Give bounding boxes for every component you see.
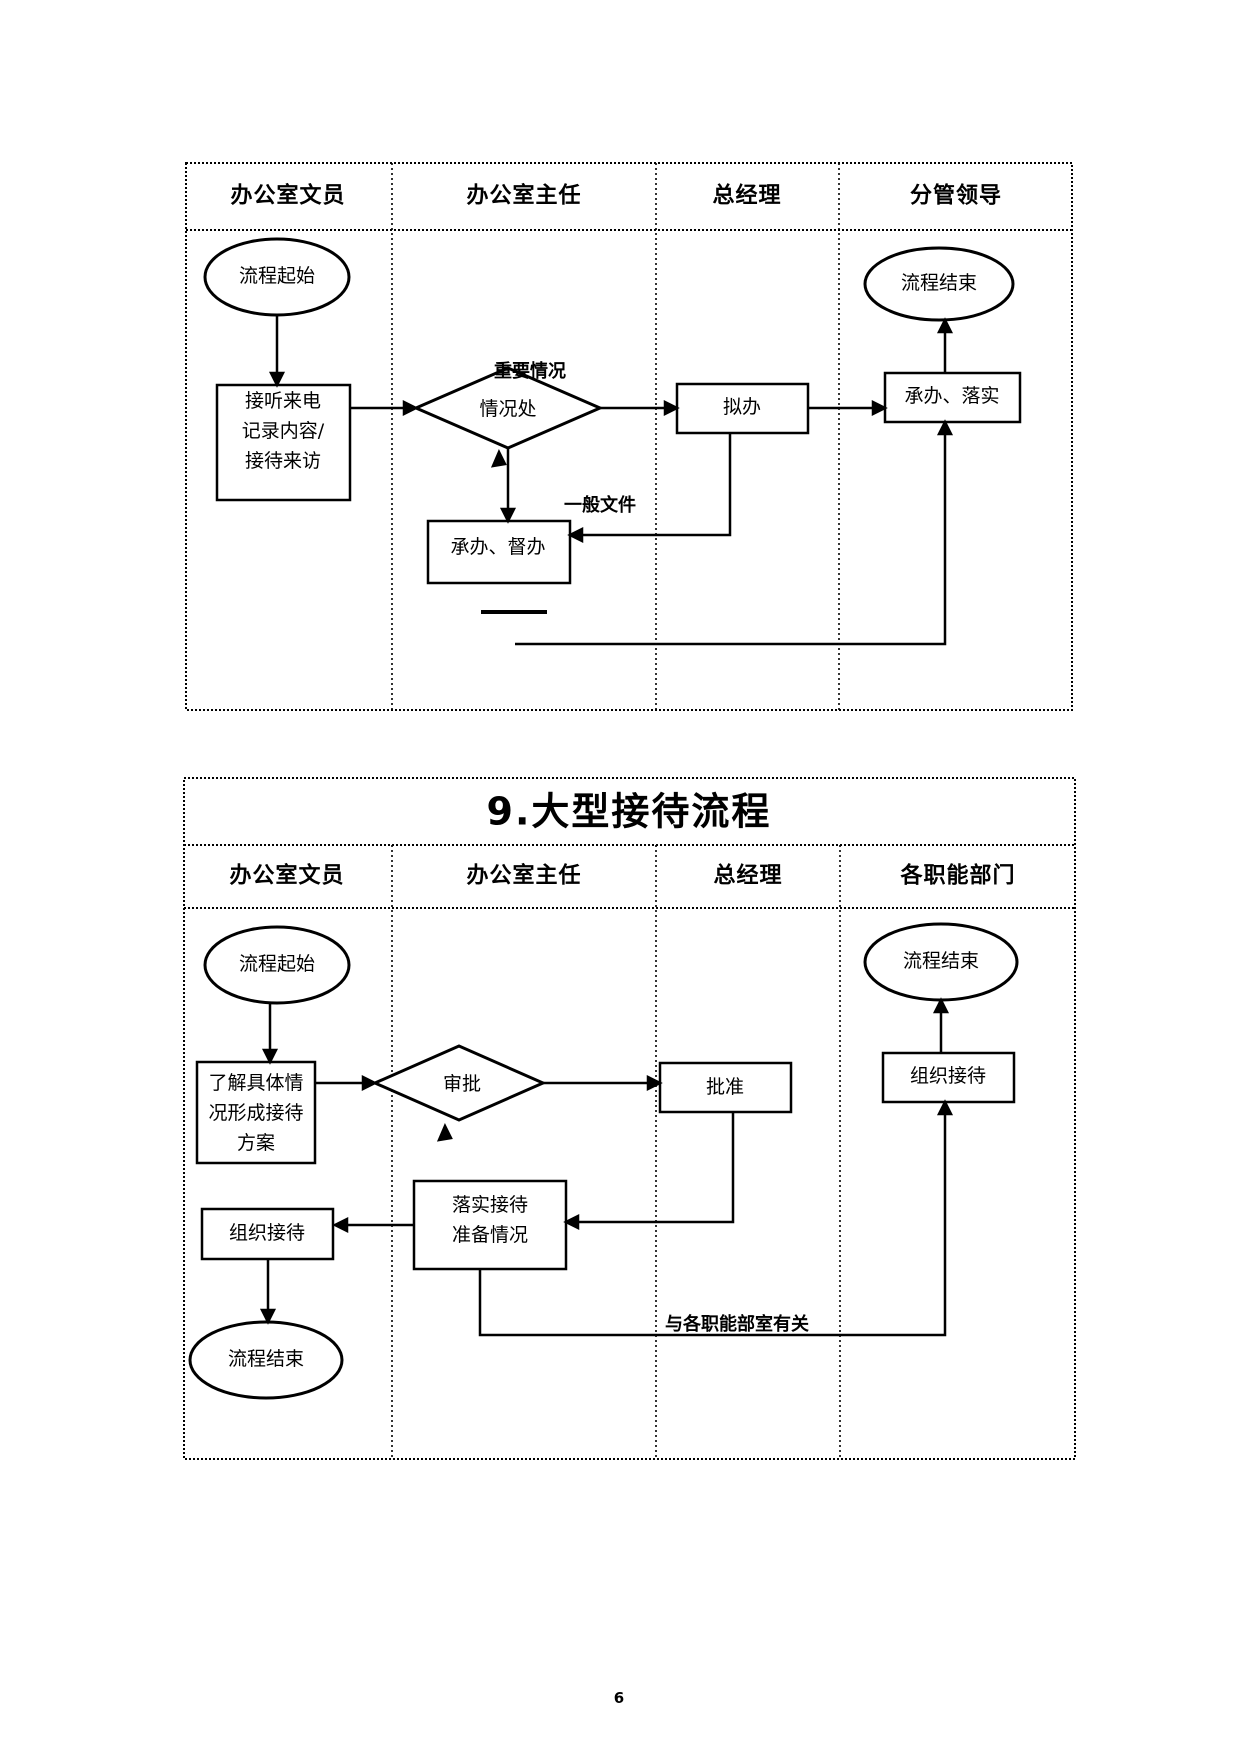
end-left-label: 流程结束 [227,1348,305,1371]
arrowhead-up-small [439,1126,451,1140]
receive-line-2: 记录内容/ [241,420,325,442]
organize-right-box [883,1053,1014,1102]
start-label: 流程起始 [238,953,316,976]
implement-box [414,1181,566,1269]
end-label: 流程结束 [900,272,978,295]
arrow-approve-to-implement [578,1112,733,1222]
draft-label: 拟办 [722,396,762,419]
implement-line-2: 准备情况 [451,1224,529,1246]
related-depts-label: 与各职能部室有关 [665,1313,809,1335]
understand-line-1: 了解具体情 [208,1072,304,1094]
receive-line-3: 接待来访 [244,450,321,472]
chart1-lane-header-gm: 总经理 [712,183,782,209]
arrowhead-up-small [493,452,505,466]
organize-left-box [202,1209,333,1259]
receive-line-1: 接听来电 [244,390,321,412]
arrowhead-right [665,402,677,414]
chart1-outer-border [186,163,1072,710]
flowchart-reception-calls: 办公室文员 办公室主任 总经理 分管领导 流程起始 接听来电 记录内容/ 接待来… [185,162,1073,711]
approve-label: 批准 [705,1076,745,1099]
chart1-lane-header-leader: 分管领导 [909,183,1003,209]
approve-box [660,1063,791,1112]
arrowhead-down [262,1310,274,1322]
arrow-implement-to-organize-right [480,1114,945,1335]
flowchart-2-canvas [183,777,1076,1460]
flowchart-large-reception: 9.大型接待流程 办公室文员 办公室主任 总经理 各职能部门 流程起始 了解具体… [183,777,1076,1460]
arrow-draft-to-supervise [582,433,730,535]
chart1-lane-header-director: 办公室主任 [466,183,582,209]
receive-call-label: 接听来电 记录内容/ 接待来访 [242,386,324,476]
implement-label: 落实接待 准备情况 [452,1190,528,1250]
chart2-outer-border [184,778,1075,1459]
arrowhead-right [363,1077,375,1089]
understand-box [197,1062,315,1163]
arrowhead-left [335,1219,347,1231]
handle-supervise-label: 承办、督办 [450,536,546,559]
chart2-lane-header-gm: 总经理 [713,863,783,889]
arrowhead-down [271,373,283,385]
draft-box [677,384,808,433]
arrowhead-up [939,422,951,434]
handle-supervise-box [428,521,570,583]
arrowhead-up [935,1000,947,1012]
understand-label: 了解具体情 况形成接待 方案 [208,1068,303,1158]
arrowhead-right [648,1077,660,1089]
arrowhead-up [939,1102,951,1114]
chart2-title: 9.大型接待流程 [486,789,772,834]
implement-line-1: 落实接待 [451,1194,529,1216]
understand-line-2: 况形成接待 [208,1102,304,1124]
arrowhead-left [566,1216,578,1228]
decision-label: 情况处 [479,398,537,421]
review-label: 审批 [442,1073,482,1096]
general-document-label: 一般文件 [564,494,636,516]
end-left-ellipse [190,1322,342,1398]
arrowhead-right [404,402,416,414]
arrowhead-up [939,320,951,332]
page-number: 6 [613,1689,625,1707]
receive-call-box [217,385,350,500]
chart2-connectors [262,1000,951,1335]
arrow-bottom-to-implement [515,434,945,644]
important-case-label: 重要情况 [494,360,566,382]
arrowhead-right [873,402,885,414]
chart2-lane-header-clerk: 办公室文员 [229,863,345,889]
chart2-lane-header-depts: 各职能部门 [900,863,1016,889]
arrowhead-down [264,1050,276,1062]
arrowhead-down [502,509,514,521]
chart1-connectors [271,315,951,644]
flowchart-1-canvas [185,162,1073,711]
arrowhead-left [570,529,582,541]
handle-implement-label: 承办、落实 [904,385,1000,408]
organize-left-label: 组织接待 [228,1222,306,1245]
chart2-lane-header-director: 办公室主任 [466,863,582,889]
end-right-label: 流程结束 [902,950,980,973]
organize-right-label: 组织接待 [909,1065,987,1088]
chart1-lane-header-clerk: 办公室文员 [230,183,346,209]
start-label: 流程起始 [238,265,316,288]
start-ellipse [205,927,349,1003]
end-ellipse [865,248,1013,320]
understand-line-3: 方案 [236,1132,276,1154]
handle-implement-box [885,373,1020,422]
